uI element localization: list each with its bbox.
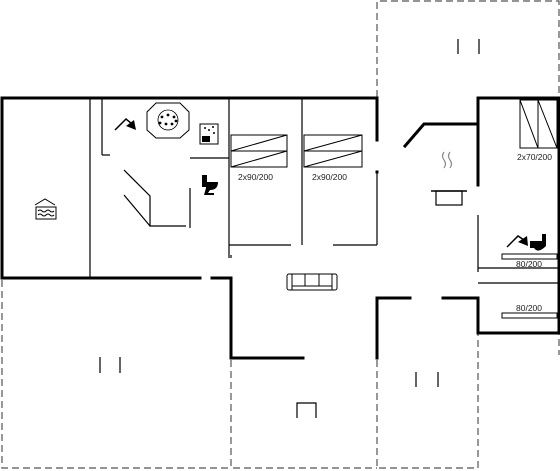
interior-walls <box>89 98 559 284</box>
bed-label-bedroom-2: 2x90/200 <box>312 172 347 182</box>
entrance-door <box>402 122 480 149</box>
pool-icon <box>34 198 57 220</box>
wall-west-top <box>0 96 379 280</box>
wall-south-east <box>375 296 412 360</box>
wall-bath-angled <box>123 169 186 227</box>
shower-icon <box>506 235 528 248</box>
terrace-bottom-left-outline <box>1 280 231 469</box>
terrace-icon <box>99 39 480 387</box>
kitchen-pot-icon <box>431 151 467 206</box>
outer-walls <box>0 96 560 360</box>
carport-icon <box>296 402 317 418</box>
bed-bedroom-4 <box>501 253 558 260</box>
toilet-icon <box>530 234 546 251</box>
carport-outline <box>230 360 377 469</box>
shower-icon <box>114 117 136 131</box>
wall-east-wing <box>476 96 560 335</box>
bed-bedroom-5 <box>501 312 558 319</box>
bed-bedroom-3 <box>519 99 558 149</box>
sofa-icon <box>286 273 338 291</box>
toilet-icon <box>202 175 218 195</box>
wall-bath-angled-outer <box>123 194 151 227</box>
bed-bedroom-2 <box>303 134 363 168</box>
bed-label-bedroom-1: 2x90/200 <box>238 172 273 182</box>
bed-label-bedroom-3: 2x70/200 <box>517 152 552 162</box>
terrace-bottom-right-outline <box>376 333 479 469</box>
bed-label-bedroom-4: 80/200 <box>516 259 542 269</box>
bed-bedroom-1 <box>230 134 288 168</box>
bed-label-bedroom-5: 80/200 <box>516 303 542 313</box>
beds <box>230 99 558 319</box>
wall-south-living <box>229 278 305 360</box>
terrace-top-right-outline <box>376 0 560 355</box>
sauna-icon <box>199 123 219 145</box>
whirlpool-icon <box>146 102 190 139</box>
